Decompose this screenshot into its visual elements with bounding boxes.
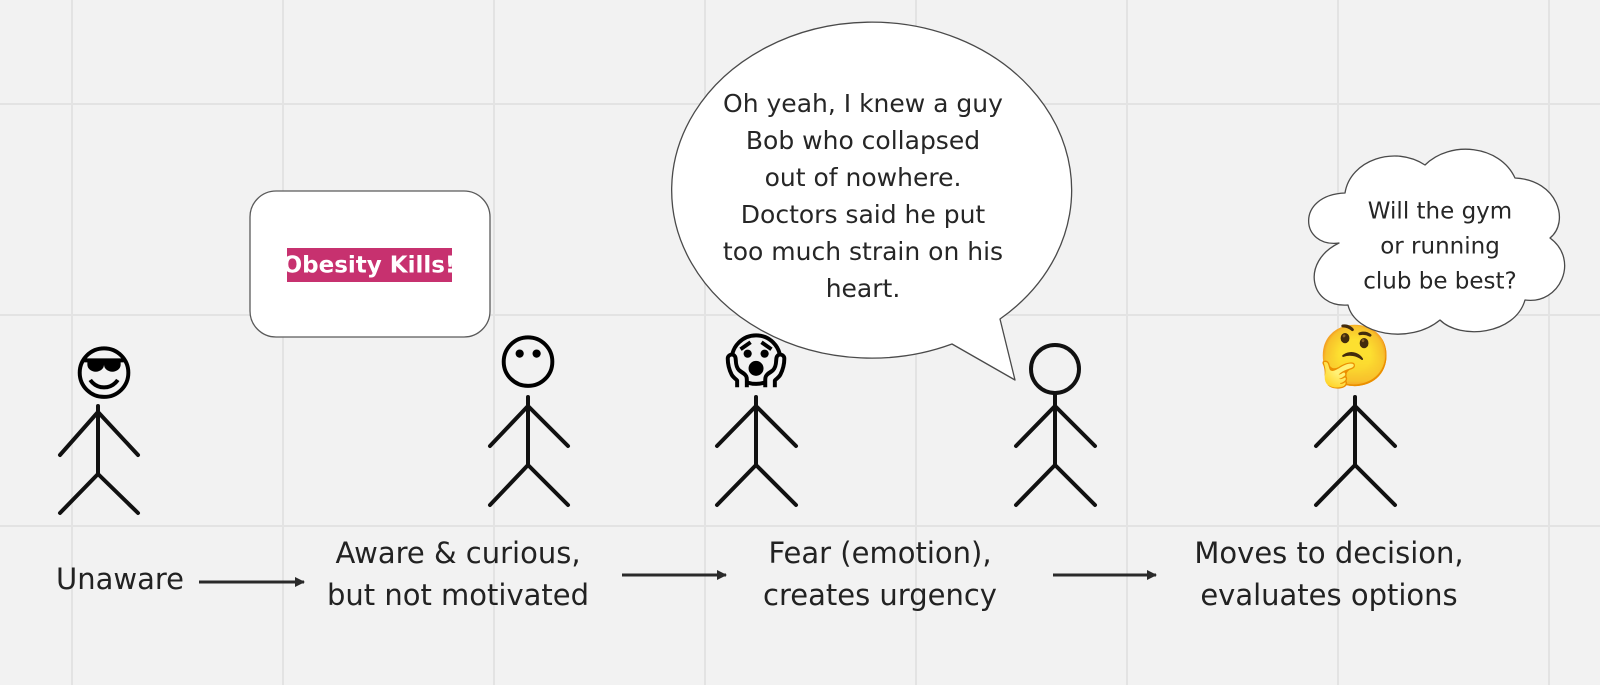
speech-line-4: Doctors said he put <box>741 200 986 229</box>
stage-label-decision-line-1: Moves to decision, <box>1194 536 1463 570</box>
stage-label-aware-line-1: Aware & curious, <box>335 536 580 570</box>
stick-figure-decision <box>1316 397 1395 505</box>
thought-line-2: or running <box>1380 234 1500 260</box>
speech-line-1: Oh yeah, I knew a guy <box>723 89 1003 118</box>
thought-line-3: club be best? <box>1363 269 1517 295</box>
stage-label-fear-line-1: Fear (emotion), <box>768 536 991 570</box>
stage-label-aware-line-2: but not motivated <box>327 578 589 612</box>
stick-figure-storyteller <box>1016 345 1095 505</box>
billboard-text: Obesity Kills! <box>283 253 456 279</box>
thought-line-1: Will the gym <box>1368 199 1512 225</box>
stick-figure-fear <box>717 397 796 505</box>
billboard-card: Obesity Kills! <box>250 191 490 337</box>
speech-line-6: heart. <box>826 274 901 303</box>
stage-label-decision-line-2: evaluates options <box>1200 578 1457 612</box>
speech-line-3: out of nowhere. <box>765 163 962 192</box>
stick-figure-head <box>1031 345 1079 393</box>
stage-label-unaware: Unaware <box>56 562 184 596</box>
speech-line-2: Bob who collapsed <box>746 126 980 155</box>
no-mouth-face-icon: 😶 <box>497 329 560 399</box>
stage-label-fear-line-2: creates urgency <box>763 578 997 612</box>
speech-line-5: too much strain on his <box>723 237 1003 266</box>
stick-figure-unaware <box>60 406 138 513</box>
thought-bubble: Will the gym or running club be best? <box>1309 149 1565 334</box>
stick-figure-aware <box>490 397 568 505</box>
sunglasses-face-icon: 😎 <box>73 340 136 410</box>
